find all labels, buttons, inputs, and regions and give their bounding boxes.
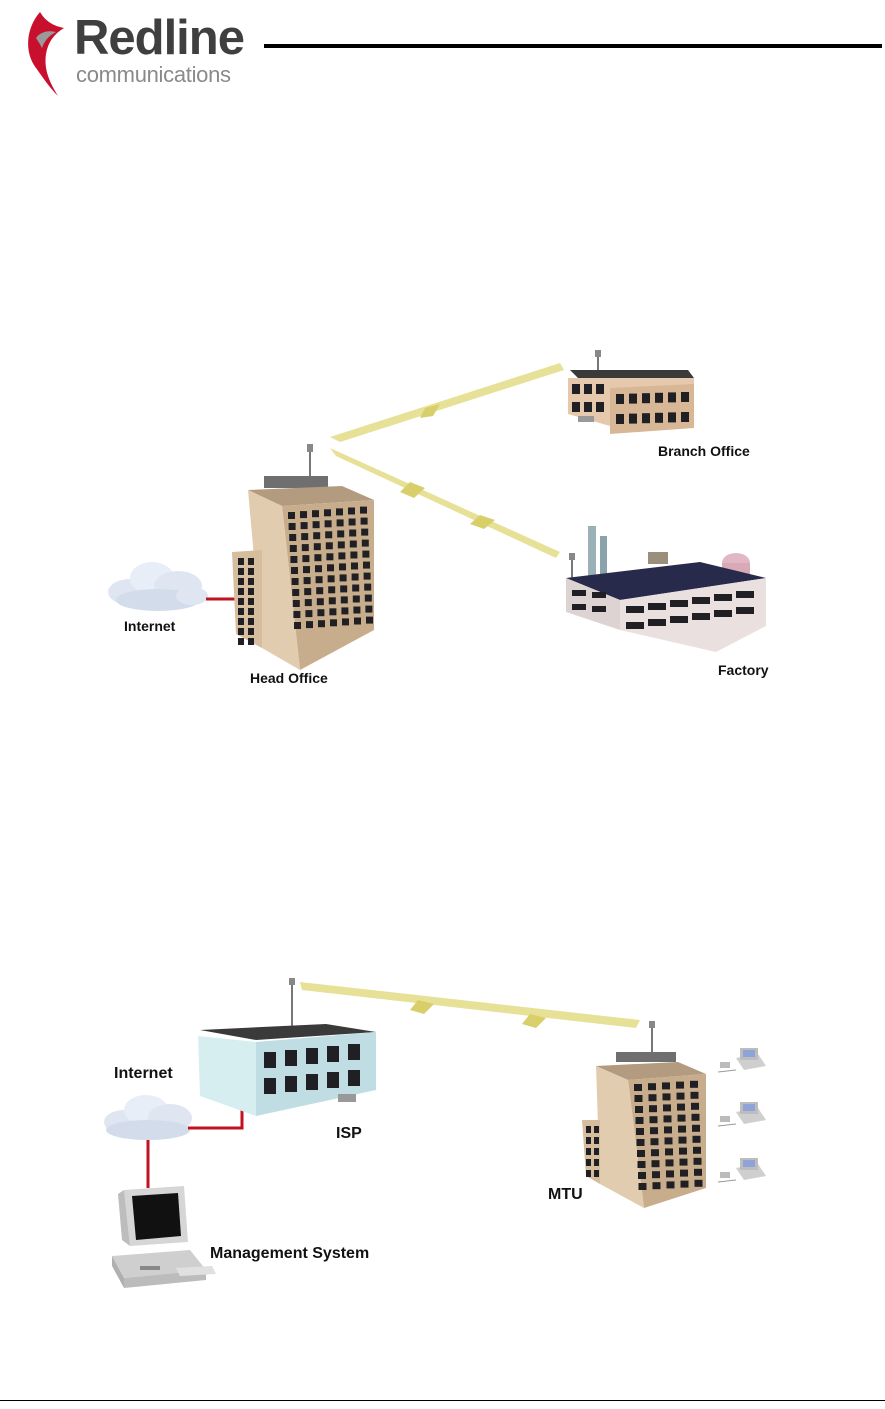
label-management-system: Management System	[210, 1246, 369, 1262]
cloud-icon	[108, 562, 208, 611]
office-tower-icon	[232, 444, 374, 670]
redline-logo: Redline communications	[18, 8, 268, 98]
label-internet-bottom: Internet	[114, 1066, 173, 1082]
label-isp: ISP	[336, 1126, 362, 1142]
diagram-head-office-network: Branch Office Internet Head Office Facto…	[0, 330, 885, 710]
telephone-icon	[718, 1158, 766, 1182]
logo-title: Redline	[74, 14, 244, 63]
telephone-icon	[718, 1102, 766, 1126]
telephone-icon	[718, 1048, 766, 1072]
label-head-office: Head Office	[250, 671, 328, 685]
office-building-icon	[198, 978, 376, 1116]
label-mtu: MTU	[548, 1187, 583, 1203]
diagram-isp-network: Internet ISP MTU Management System	[0, 970, 885, 1300]
label-factory: Factory	[718, 663, 769, 677]
redline-swoosh-icon	[18, 8, 78, 98]
factory-icon	[566, 526, 766, 652]
header-rule	[264, 44, 882, 48]
logo-subtitle: communications	[76, 64, 231, 86]
desktop-computer-icon	[112, 1186, 216, 1288]
footer-rule	[0, 1400, 885, 1401]
wireless-link-mtu	[300, 982, 640, 1028]
cloud-icon	[104, 1095, 192, 1140]
office-tower-icon	[582, 1021, 706, 1208]
low-rise-office-icon	[568, 350, 694, 434]
label-internet-top: Internet	[124, 619, 175, 633]
wireless-link-branch	[330, 363, 564, 442]
label-branch-office: Branch Office	[658, 444, 750, 458]
